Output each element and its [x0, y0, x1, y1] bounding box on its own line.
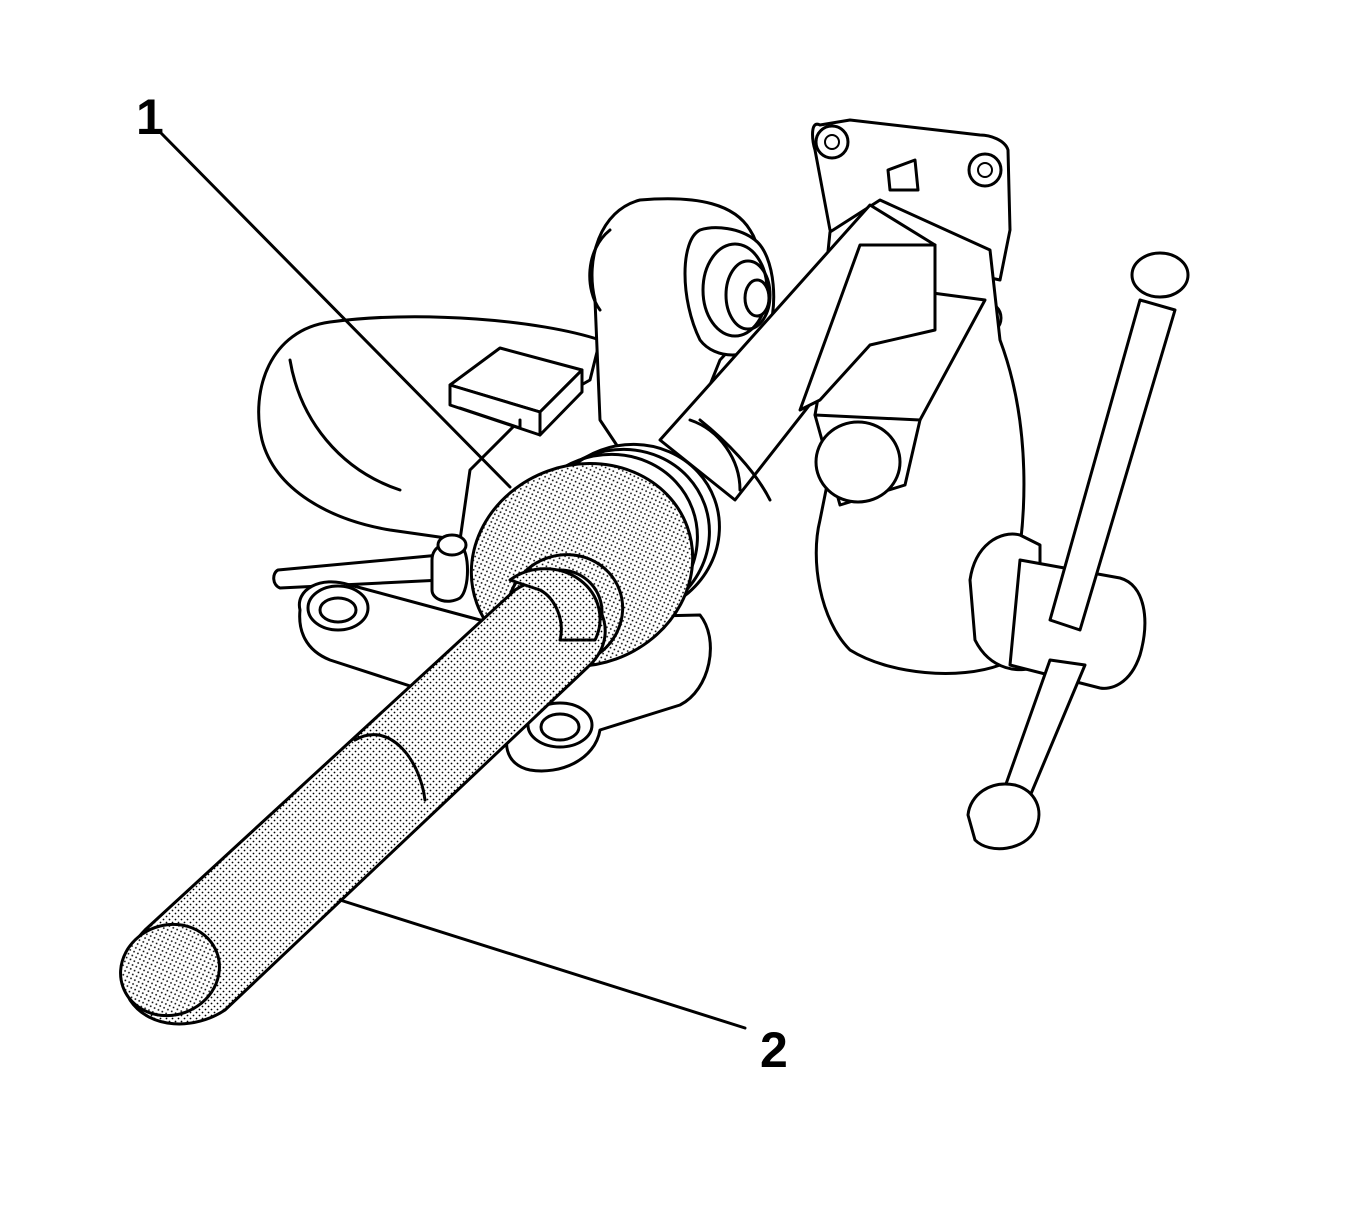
lever-rod [272, 533, 469, 603]
callout-label-1: 1 [136, 89, 164, 145]
retaining-block [448, 346, 584, 437]
callout-label-2: 2 [760, 1022, 788, 1078]
steering-shaft [658, 203, 937, 502]
vise-screw-handle [966, 251, 1190, 851]
leader-line-1 [158, 130, 512, 489]
leader-line-2 [338, 898, 747, 1030]
installer-tool [119, 567, 607, 1026]
pivot-bracket [588, 197, 776, 472]
